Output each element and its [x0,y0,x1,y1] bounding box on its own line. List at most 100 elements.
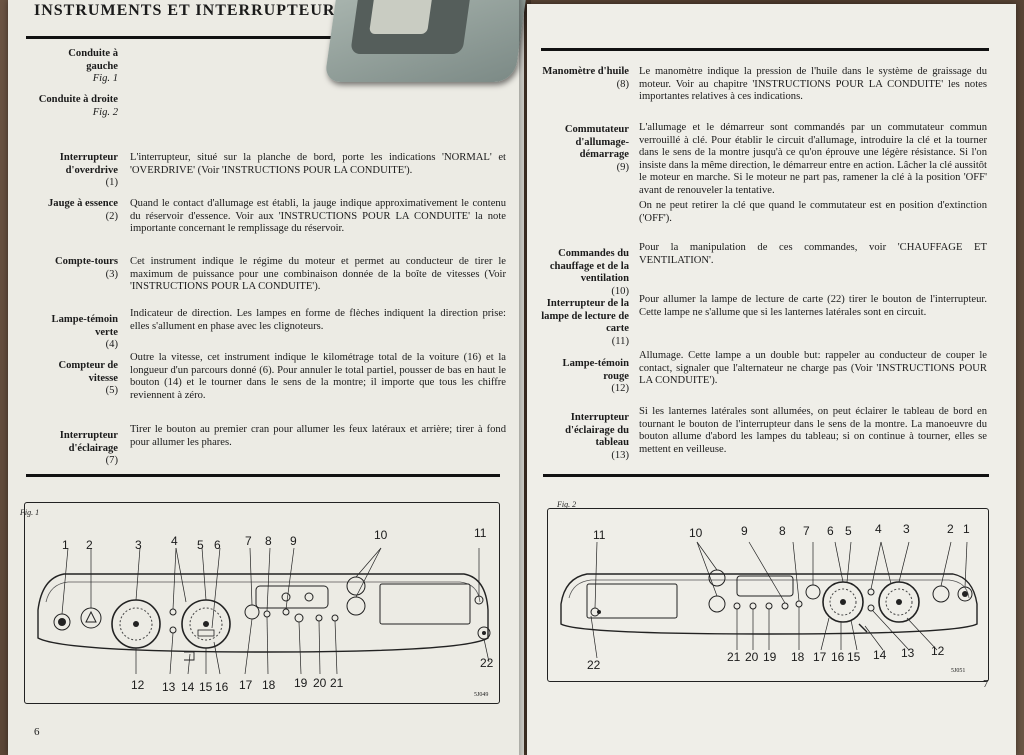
label-text: Jauge à essence [47,198,118,209]
callout-11: 11 [593,528,606,542]
section-label: Interrupteur d'éclairage du tableau (13) [537,412,629,462]
section-text: Pour allumer la lampe de lecture de cart… [639,294,987,318]
callout-4: 4 [171,534,178,548]
callout-10: 10 [689,526,703,540]
section-label: Interrupteur de la lampe de lecture de c… [537,298,629,348]
callout-9: 9 [741,524,748,538]
section-text: Outre la vitesse, cet instrument indique… [130,352,506,401]
callout-3: 3 [135,538,142,552]
callout-16: 16 [215,680,229,694]
section-label: Manomètre d'huile (8) [537,66,629,91]
section-text: Indicateur de direction. Les lampes en f… [130,308,506,332]
section-text: Allumage. Cette lampe a un double but: r… [639,350,987,386]
callout-14: 14 [181,680,195,694]
label-text: Conduite à droite [38,94,118,105]
callout-2: 2 [947,522,954,536]
label-text: Compteur de vitesse [58,360,118,384]
callout-9: 9 [290,534,297,548]
label-text: Interrupteur d'overdrive [59,152,118,176]
dashboard-figure [547,508,989,682]
section-label: Compte-tours (3) [28,256,118,281]
dashboard-figure [24,502,500,704]
page-number: 7 [983,678,989,690]
callout-18: 18 [791,650,805,664]
callout-17: 17 [813,650,827,664]
callout-16: 16 [831,650,845,664]
callout-19: 19 [763,650,777,664]
section-text: L'interrupteur, situé sur la planche de … [130,152,506,176]
label-text: Interrupteur de la lampe de lecture de c… [541,298,629,334]
section-text: L'allumage et le démarreur sont commandé… [639,122,987,196]
callout-1: 1 [963,522,970,536]
callout-13: 13 [162,680,176,694]
label-number: (9) [616,161,629,173]
section-text: Tirer le bouton au premier cran pour all… [130,424,506,448]
callout-15: 15 [199,680,213,694]
fig-ref: Fig. 2 [92,106,118,118]
callout-14: 14 [873,648,887,662]
callout-20: 20 [745,650,759,664]
callout-10: 10 [374,528,388,542]
callout-5: 5 [197,538,204,552]
dashboard-drawing-lhd [37,547,491,675]
header-rule [541,48,989,51]
stapler-device [324,0,526,82]
callout-8: 8 [265,534,272,548]
section-label: Interrupteur d'éclairage (7) [28,430,118,468]
callout-3: 3 [903,522,910,536]
page-number: 6 [34,726,40,738]
callout-8: 8 [779,524,786,538]
label-number: (1) [105,177,118,188]
callout-6: 6 [827,524,834,538]
section-text: Cet instrument indique le régime du mote… [130,256,506,292]
section-label: Commutateur d'allumage-démarrage (9) [537,124,629,174]
figure-rule [26,474,500,477]
section-label: Lampe-témoin verte (4) [28,314,119,352]
label-number: (7) [105,455,118,466]
label-number: (4) [105,339,118,350]
callout-21: 21 [330,676,344,690]
callout-21: 21 [727,650,741,664]
fig-ref: Fig. 1 [92,73,118,84]
right-page: Manomètre d'huile (8) Le manomètre indiq… [527,4,1016,755]
label-text: Lampe-témoin verte [51,314,119,338]
label-number: (11) [611,335,629,347]
label-number: (12) [611,383,629,394]
label-number: (3) [105,268,118,280]
figure-label: Fig. 2 [557,500,577,509]
label-text: Lampe-témoin rouge [562,358,630,382]
callout-5: 5 [845,524,852,538]
section-label: Interrupteur d'overdrive (1) [28,152,118,190]
section-text: Si les lanternes latérales sont allumées… [639,406,987,455]
label-number: (2) [105,210,118,222]
callout-22: 22 [587,658,601,672]
callout-15: 15 [847,650,861,664]
callout-12: 12 [131,678,145,692]
section-label: Lampe-témoin rouge (12) [537,358,630,396]
section-label: Conduite à gauche Fig. 1 [38,48,118,86]
label-text: Interrupteur d'éclairage du tableau [565,412,629,448]
callout-20: 20 [313,676,327,690]
label-number: (5) [105,385,118,396]
label-number: (8) [616,78,629,90]
section-text: Pour la manipulation de ces commandes, v… [639,242,987,266]
section-text-note: On ne peut retirer la clé que quand le c… [639,200,987,224]
section-label: Conduite à droite Fig. 2 [38,94,118,119]
label-text: Interrupteur d'éclairage [59,430,118,454]
label-text: Commandes du chauffage et de la ventilat… [549,248,629,284]
section-label: Jauge à essence (2) [28,198,118,223]
callout-7: 7 [245,534,252,548]
label-number: (13) [611,449,629,461]
section-text: Le manomètre indique la pression de l'hu… [639,66,987,102]
page-header: INSTRUMENTS ET INTERRUPTEURS [34,2,346,19]
callout-4: 4 [875,522,882,536]
label-number: (10) [611,285,629,297]
callout-7: 7 [803,524,810,538]
header-rule [26,36,498,39]
label-text: Commutateur d'allumage-démarrage [564,124,629,160]
section-label: Commandes du chauffage et de la ventilat… [531,248,629,298]
callout-22: 22 [480,656,494,670]
label-text: Manomètre d'huile [542,66,629,77]
section-text: Quand le contact d'allumage est établi, … [130,198,506,234]
figure-code: 5J049 [474,692,489,698]
